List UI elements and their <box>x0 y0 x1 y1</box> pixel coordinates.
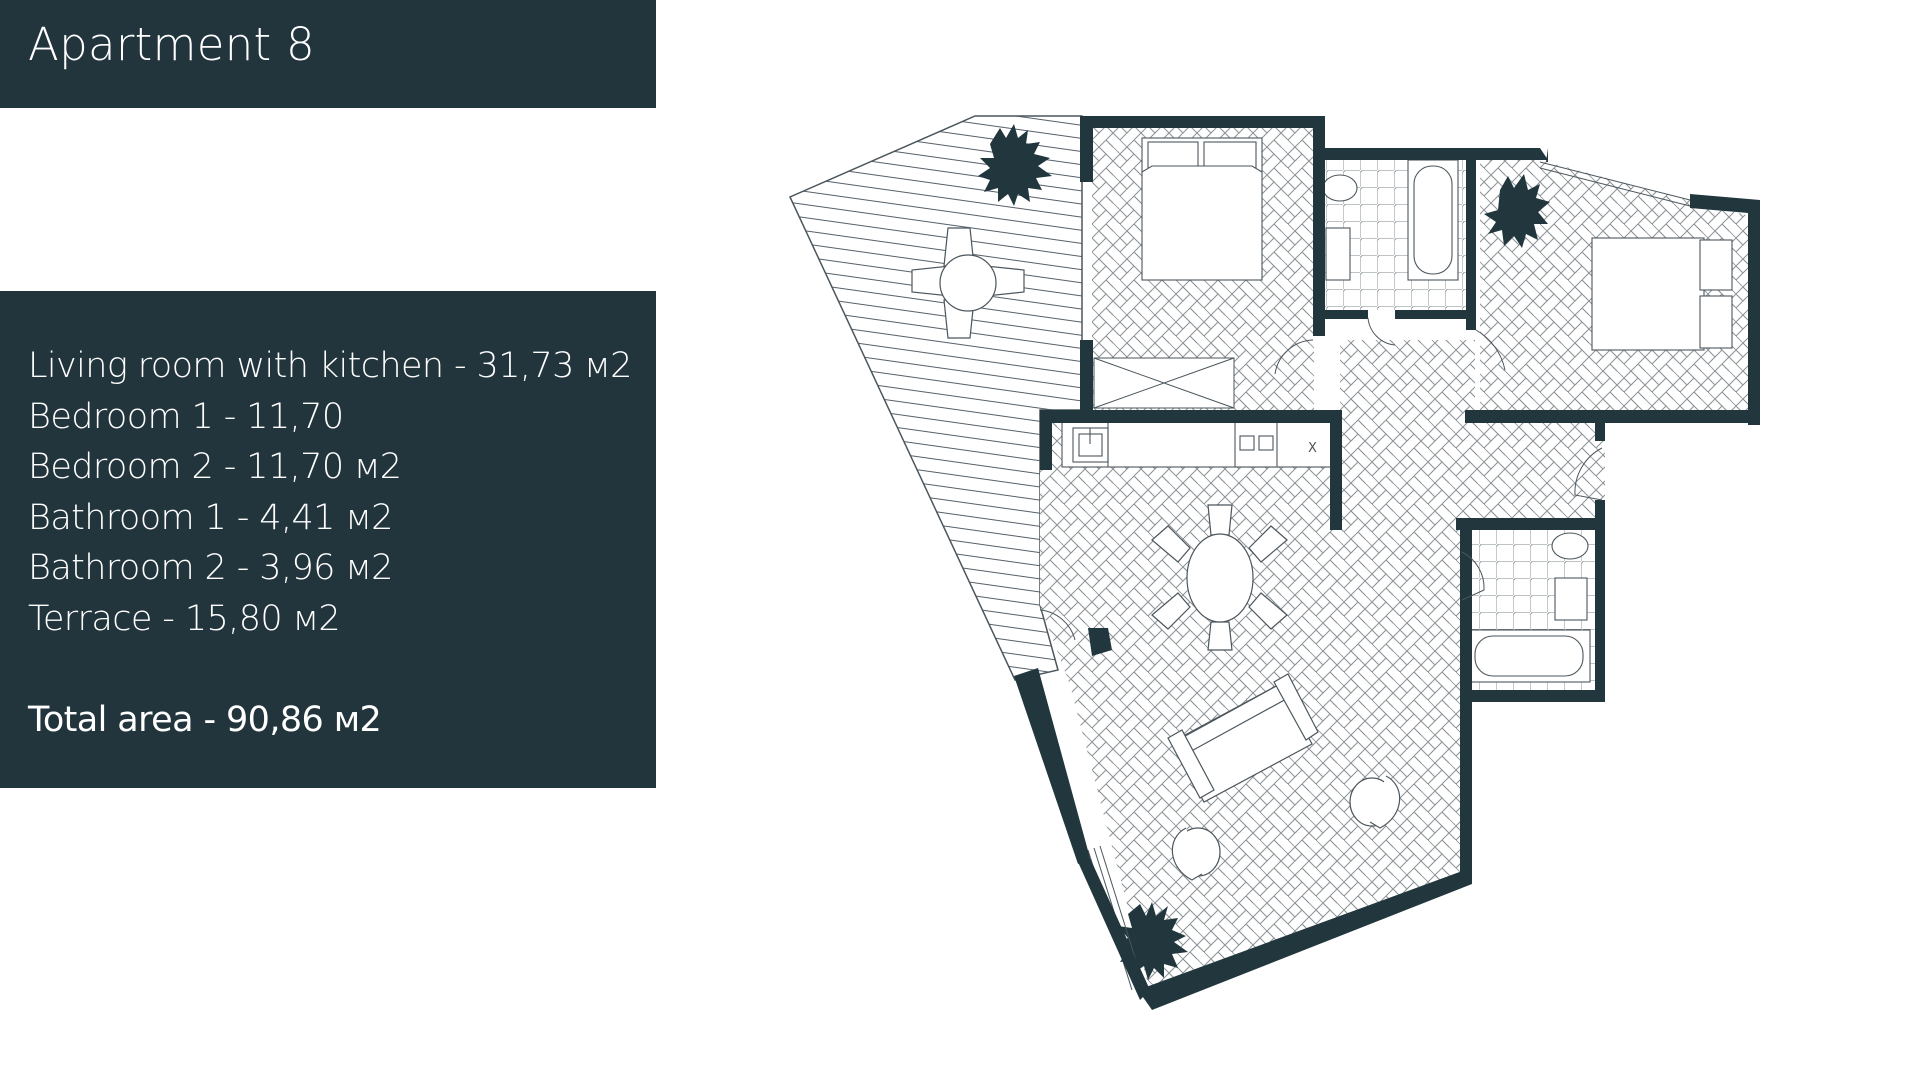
doors <box>1039 317 1603 641</box>
room-area-bedroom-1: Bedroom 1 - 11,70 <box>28 396 344 437</box>
armchair <box>1171 775 1401 881</box>
bed-bedroom-1 <box>1141 137 1263 281</box>
terrace <box>788 115 1083 681</box>
toilet-bathroom-1 <box>1322 174 1358 202</box>
terrace-plant-icon <box>978 124 1052 206</box>
bedroom-2-plant-icon <box>1484 174 1550 248</box>
room-areas-panel: Living room with kitchen - 31,73 м2 Bedr… <box>0 291 656 788</box>
terrace-table-set <box>911 227 1025 339</box>
room-area-bathroom-1: Bathroom 1 - 4,41 м2 <box>28 497 393 538</box>
entrance-door <box>1574 447 1603 501</box>
bedroom-2-window <box>1539 161 1691 207</box>
room-area-living-kitchen: Living room with kitchen - 31,73 м2 <box>28 346 632 386</box>
bed-bedroom-2 <box>1591 237 1733 351</box>
door-bathroom-2 <box>1461 551 1485 601</box>
sink-bathroom-1 <box>1325 227 1351 281</box>
terrace-door <box>1039 609 1076 641</box>
room-area-list: Living room with kitchen - 31,73 м2 Bedr… <box>28 341 632 644</box>
room-area-terrace: Terrace - 15,80 м2 <box>28 598 341 639</box>
dining-table-set <box>1151 504 1288 651</box>
title-panel: Apartment 8 <box>0 0 656 108</box>
kitchen-marker: X <box>1308 441 1317 456</box>
door-bedroom-1 <box>1274 339 1314 375</box>
sink-bathroom-2 <box>1554 577 1588 621</box>
door-bedroom-2 <box>1475 329 1506 371</box>
door-bathroom-1 <box>1367 317 1396 346</box>
sofa <box>1167 673 1319 803</box>
wardrobe <box>1093 357 1235 409</box>
room-area-bathroom-2: Bathroom 2 - 3,96 м2 <box>28 548 393 588</box>
bedroom-2 <box>1480 160 1750 410</box>
bathroom-1 <box>1320 159 1470 310</box>
toilet-bathroom-2 <box>1551 532 1589 560</box>
walls <box>1014 116 1760 1010</box>
bathroom-2 <box>1463 528 1595 690</box>
bedroom-1 <box>1092 128 1314 410</box>
kitchen-counter <box>1061 421 1338 468</box>
total-area: Total area - 90,86 м2 <box>28 700 382 740</box>
page-title: Apartment 8 <box>28 18 315 71</box>
room-area-bedroom-2: Bedroom 2 - 11,70 м2 <box>28 447 402 487</box>
